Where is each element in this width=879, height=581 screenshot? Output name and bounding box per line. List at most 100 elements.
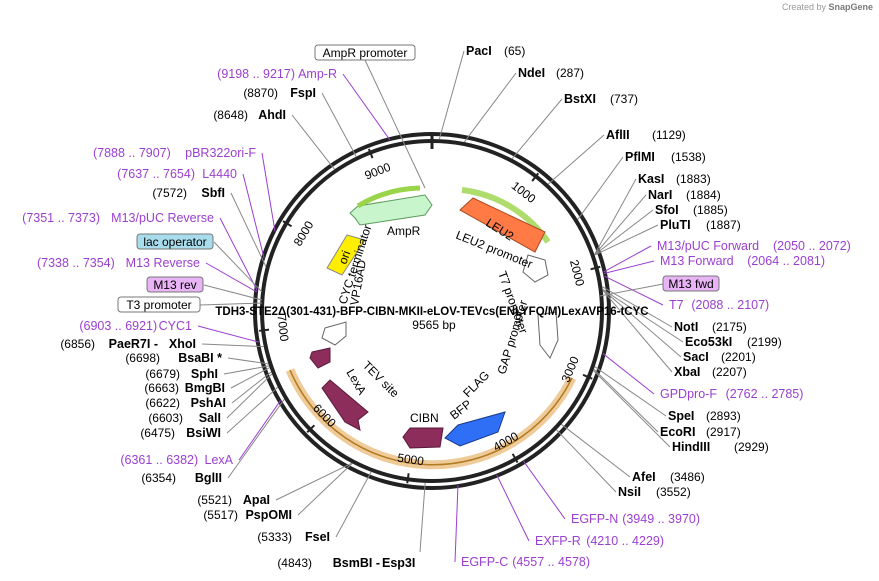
feature-lexa[interactable] [321,379,369,431]
site-position: (2893) [706,409,741,423]
tick-mark [511,453,519,464]
feature-leu2[interactable] [459,197,546,253]
site-position: (2199) [747,335,782,349]
site-label: EcoRI [660,425,695,439]
site-position: (737) [610,92,638,106]
site-label: SpeI [668,409,694,423]
site-position: (1885) [693,203,728,217]
site-label: Esp3I [382,556,415,570]
tick-mark [582,373,593,380]
primer-label: T7 [669,298,684,312]
site-leader [297,463,353,516]
site-prefix: PaeR7I - [109,337,158,351]
feature-bfp[interactable] [444,411,506,447]
tick-label: 9000 [363,160,393,183]
tick-mark [306,424,316,433]
feature-ampr[interactable] [349,194,433,226]
primer-label: EGFP-N [571,512,618,526]
site-label: KasI [638,172,664,186]
site-leader [321,92,357,157]
site-label: AflII [606,128,630,142]
site-leader [275,462,353,501]
ampr-green-arrow [356,185,421,209]
box-label-bg [146,276,204,293]
primer-label: EGFP-C [461,555,508,569]
feature-cibn[interactable] [402,427,444,449]
site-leader [602,289,673,373]
site-leader [594,194,647,256]
site-position: (2175) [712,320,747,334]
site-leader [438,50,465,140]
primer-leader [603,260,655,274]
primer-range: (7338 .. 7354) [37,256,115,270]
feature-cyc-terminator[interactable] [321,321,347,346]
leader-lines [197,50,684,563]
primer-leader [454,485,459,563]
site-position: (2929) [734,440,769,454]
tick-label: 3000 [559,354,582,384]
site-position: (8870) [243,86,278,100]
primer-label: M13 Reverse [126,256,200,270]
primer-range: (7888 .. 7907) [93,146,171,160]
site-label: PflMI [625,150,655,164]
box-label-bg [136,233,214,250]
primer-range: (2088 .. 2107) [691,298,769,312]
primer-label: CYC1 [159,319,192,333]
box-leader [599,283,664,297]
primer-range: (7637 .. 7654) [117,167,195,181]
site-leader [227,398,285,479]
site-leader [556,429,617,493]
site-position: (8648) [213,108,248,122]
site-leader [419,482,426,553]
site-leader [547,134,605,185]
site-position: (3552) [656,485,691,499]
site-leader [594,209,654,256]
lexa-region-arc-inner [289,369,573,466]
site-label: SphI [191,367,218,381]
feature-vp16ad[interactable] [309,347,331,369]
site-label: NarI [648,188,672,202]
site-label: XhoI [169,337,196,351]
tick-mark [367,148,374,159]
primer-label: Amp-R [298,67,337,81]
tick-mark [259,328,270,332]
site-position: (7572) [152,186,187,200]
plasmid-length: 9565 bp [412,318,456,332]
site-label: BsaBI * [178,351,222,365]
box-leader [364,59,426,189]
primer-leader [603,245,652,273]
site-leader [231,371,272,404]
primer-range: (7351 .. 7373) [22,211,100,225]
site-position: (2207) [712,365,747,379]
site-leader [593,370,671,448]
site-position: (6698) [125,351,160,365]
site-leader [230,367,270,389]
site-position: (3486) [670,470,705,484]
tick-mark [590,265,601,271]
site-position: (6856) [60,337,95,351]
primer-leader [205,262,258,293]
site-position: (287) [556,66,584,80]
feature-ori[interactable] [326,234,366,276]
site-position: (6475) [140,426,175,440]
site-label: NsiI [618,485,641,499]
site-leader [223,365,270,375]
site-leader [594,224,659,256]
feature-layer [309,185,559,449]
label-layer: PacI(65)NdeI(287)BstXI(737)AflII(1129)Pf… [22,44,851,570]
site-position: (1887) [706,218,741,232]
credit-prefix: Created by [781,2,826,12]
site-leader [594,178,637,255]
primer-range: (6903 .. 6921) [79,319,157,333]
snapgene-logo: SnapGene [828,2,873,12]
feature-gap-promoter[interactable] [537,311,559,359]
site-leader [230,192,267,267]
primer-range: (3949 .. 3970) [622,512,700,526]
site-position: (5521) [197,493,232,507]
site-leader [561,423,631,478]
site-label: AhdI [258,108,286,122]
site-label: NotI [674,320,698,334]
site-leader [291,114,335,170]
feature-leu2-promoter[interactable] [522,254,549,283]
site-label: BglII [195,471,222,485]
